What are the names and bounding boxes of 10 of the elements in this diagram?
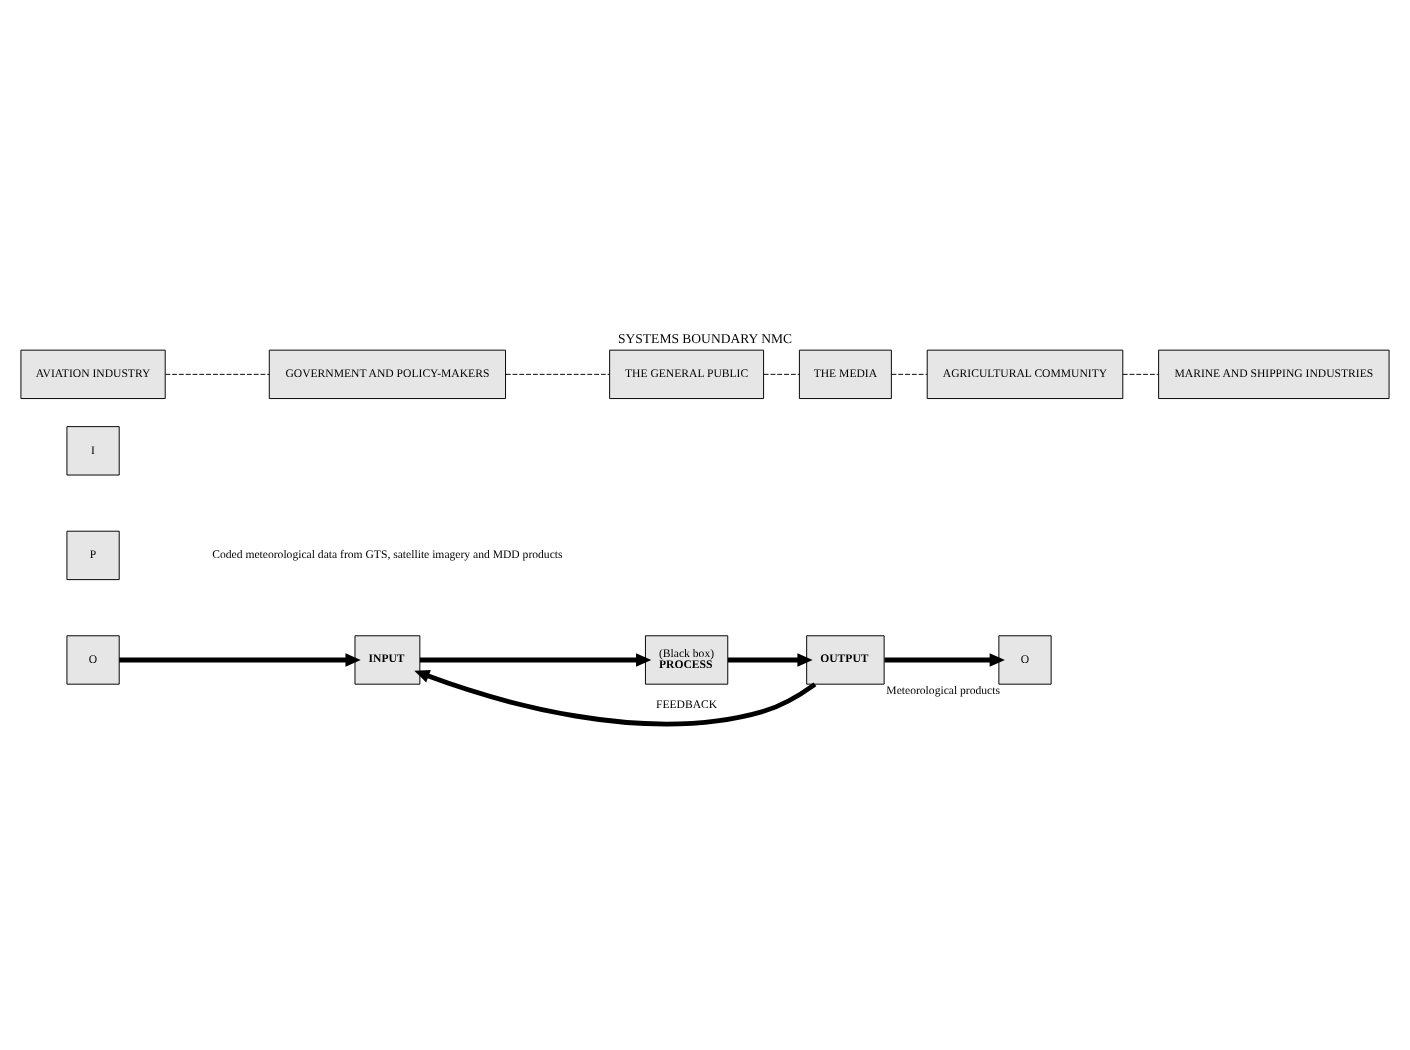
connector [165, 372, 270, 374]
connector [891, 372, 928, 374]
arrow [727, 652, 813, 666]
connector [763, 372, 800, 374]
connector [505, 372, 611, 374]
arrow [884, 652, 1005, 666]
arrow [119, 652, 361, 666]
arrow [419, 652, 652, 666]
connector [1122, 372, 1159, 374]
arrow [414, 668, 817, 726]
